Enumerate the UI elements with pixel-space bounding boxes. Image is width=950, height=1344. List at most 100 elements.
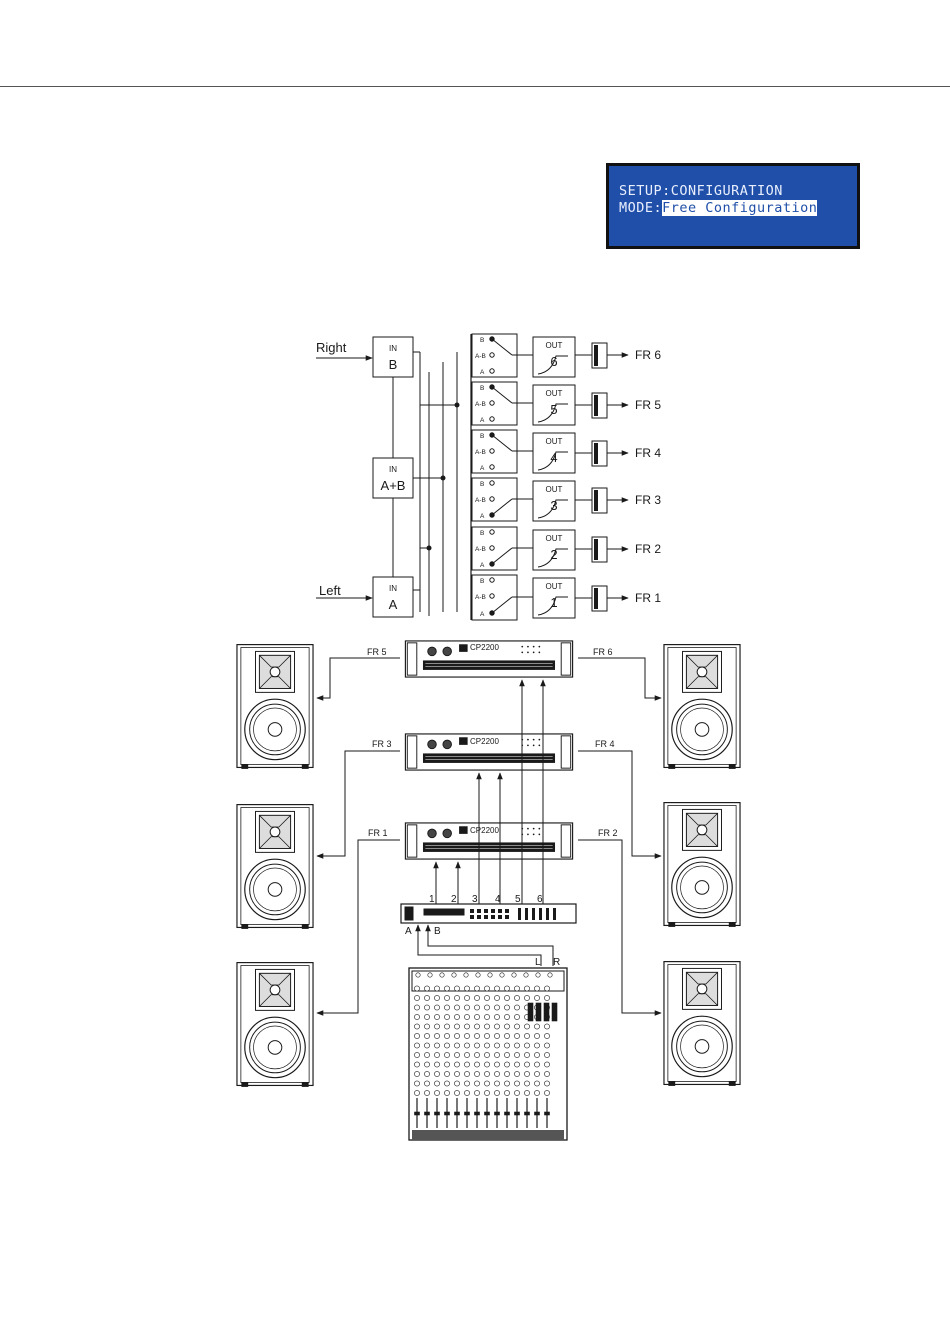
proc-in-b: B [434,926,441,937]
mixer-knob [434,1071,439,1076]
input-ab-in-label: IN [389,465,397,474]
mixer-out-r: R [553,957,560,968]
mixer-fader-cap [465,1112,470,1115]
sel4-ab: A-B [475,449,486,456]
mixer-top-knob [536,973,540,977]
mixer-knob [534,1052,539,1057]
mixer-knob [424,1081,429,1086]
mixer-knob [474,1062,479,1067]
input-b-name: B [389,357,398,372]
out4-label: OUT [546,437,563,446]
sel5-b: B [480,385,484,392]
mixer-knob [414,1005,419,1010]
system-diagram: CP2200 CP2200 CP2200 FR 5 FR 6 FR 3 FR 4… [237,641,740,1140]
mixer-knob [504,1014,509,1019]
mixer-knob [494,1090,499,1095]
mixer-knob [484,995,489,1000]
mixer-top-knob [524,973,528,977]
mixer-fader-cap [515,1112,520,1115]
sel3-ab: A-B [475,497,486,504]
mixer-knob [454,1005,459,1010]
mixer-knob [524,1024,529,1029]
output-row-2: B A-B A OUT 2 FR 2 [472,527,661,570]
mixer-knob [454,1024,459,1029]
mixer-knob [544,1043,549,1048]
mixer-fader-cap [525,1112,530,1115]
mixer-knob [484,1024,489,1029]
mixer-knob [544,1071,549,1076]
sel3-a: A [480,513,485,520]
mixer-knob [454,1033,459,1038]
mixer-knob [524,1052,529,1057]
fr2-label: FR 2 [635,542,661,556]
mixer-top-knob [512,973,516,977]
mixer-knob [484,986,489,991]
mixer-knob [544,1090,549,1095]
mixer-knob [474,1024,479,1029]
mixer-fader-cap [445,1112,450,1115]
mixer-knob [474,1014,479,1019]
mixer-knob [424,1005,429,1010]
output-row-3: B A-B A OUT 3 FR 3 [472,478,661,521]
routing-diagram: Right Left IN B IN A+B IN A [316,334,661,620]
out2-label: OUT [546,534,563,543]
mixer-knob [504,1052,509,1057]
mixer-knob [444,1071,449,1076]
mixer-knob [434,986,439,991]
out5-label: OUT [546,389,563,398]
mixer-knob [484,1052,489,1057]
mixer-knob [444,995,449,1000]
mixer-knob [524,995,529,1000]
mixer-knob [534,1090,539,1095]
mixer-knob [494,1062,499,1067]
fr1-label: FR 1 [635,591,661,605]
mixer-knob [484,1081,489,1086]
mixer-meter [544,1003,549,1021]
mixer-top-knob [548,973,552,977]
mixer-knob [524,1043,529,1048]
mixer-knob [504,1071,509,1076]
mixer-knob [454,1043,459,1048]
mixer-meter [552,1003,557,1021]
mixer-knob [424,995,429,1000]
mixer-top-knob [440,973,444,977]
mixer-knob [524,1062,529,1067]
sel3-b: B [480,481,484,488]
mixer-knob [514,1081,519,1086]
mixer-knob [484,1005,489,1010]
mixer-knob [444,1024,449,1029]
mixer-knob [524,1081,529,1086]
mixer-knob [544,995,549,1000]
mixer-knob [414,1033,419,1038]
mixer-knob [444,1005,449,1010]
wire-fr1-label: FR 1 [368,828,388,838]
amp-top-model: CP2200 [470,643,499,652]
mixer-knob [424,1043,429,1048]
mixer-knob [484,1014,489,1019]
mixer-knob [444,1090,449,1095]
mixer-knob [474,1043,479,1048]
output-row-5: B A-B A OUT 5 FR 5 [472,382,661,425]
mixer-knob [414,1014,419,1019]
mixer-knob [474,1090,479,1095]
mixer-fader-cap [535,1112,540,1115]
mixer-knob [444,1052,449,1057]
mixer-knob [454,1081,459,1086]
mixer-knob [514,986,519,991]
mixer-knob [414,995,419,1000]
mixer-knob [464,1052,469,1057]
mixer-knob [424,1033,429,1038]
mixer-fader-cap [415,1112,420,1115]
mixer-knob [464,1005,469,1010]
mixer-knob [464,1081,469,1086]
fr4-label: FR 4 [635,446,661,460]
mixer-knob [494,1005,499,1010]
input-ab-name: A+B [381,478,406,493]
input-b-in-label: IN [389,344,397,353]
proc-out-5: 5 [515,894,521,905]
mixer-knob [494,995,499,1000]
mixer-knob [484,1033,489,1038]
mixer-knob [444,1043,449,1048]
sel2-a: A [480,562,485,569]
